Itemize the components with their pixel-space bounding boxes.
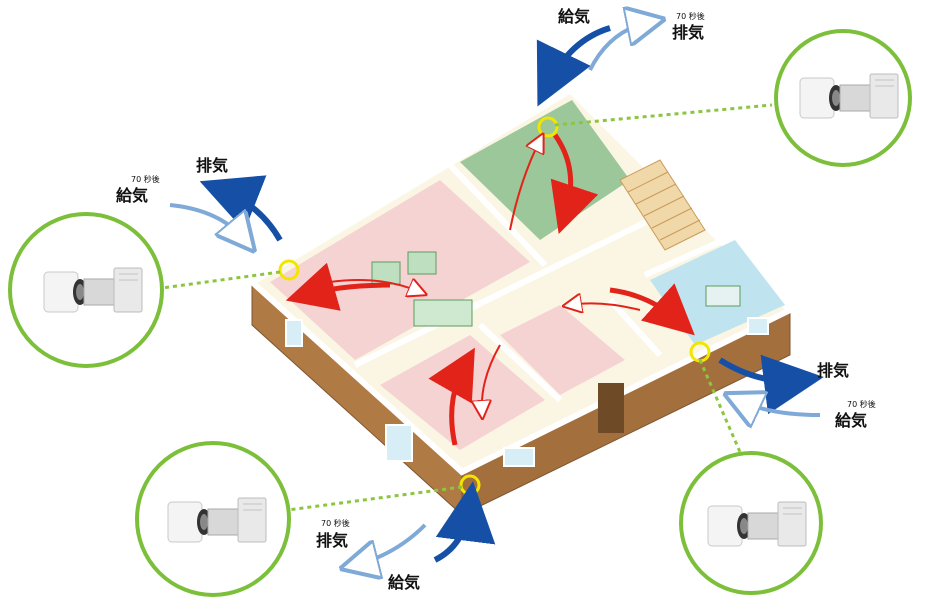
detail-circle-bottom-left: [135, 441, 291, 597]
internal-airflow: [285, 133, 695, 446]
sofa: [413, 299, 473, 327]
vent-unit-marker: [537, 116, 559, 138]
leader-lines: [161, 103, 773, 512]
house-model: [246, 86, 796, 517]
label-exhaust-right: 排気: [817, 361, 849, 380]
window: [285, 319, 303, 347]
interior-wall: [643, 232, 737, 278]
detail-circle-bottom-right: [679, 451, 823, 595]
sofa-chair: [407, 251, 437, 275]
washroom-floor: [500, 305, 625, 395]
blue-exhaust-arrow: [199, 175, 283, 242]
red-flow-arrow: [550, 133, 599, 234]
white-exhaust-arrow: [355, 523, 427, 565]
red-flow-arrow: [428, 347, 475, 446]
interior-wall: [477, 322, 563, 403]
window: [747, 317, 769, 335]
interior-wall: [607, 297, 663, 358]
label-exhaust-bottom: 排気: [316, 531, 348, 550]
label-after70-right: 70 秒後: [847, 399, 876, 409]
door: [598, 383, 624, 433]
staircase: [619, 159, 706, 251]
blue-exhaust-arrow: [718, 354, 824, 415]
window: [503, 447, 535, 467]
blue-supply-arrow: [433, 481, 496, 563]
external-airflow: [169, 22, 824, 565]
detail-circle-top-right: [774, 29, 912, 167]
blue-supply-arrow: [536, 25, 611, 107]
interior-wall: [447, 162, 548, 268]
white-exhaust-arrow: [588, 22, 650, 71]
label-after70-top: 70 秒後: [676, 11, 705, 21]
label-supply-right: 給気: [835, 411, 867, 430]
label-exhaust-left: 排気: [196, 156, 228, 175]
leader-line: [287, 485, 463, 512]
bathtub: [705, 285, 741, 307]
white-flow-arrow: [570, 303, 641, 310]
label-after70-left: 70 秒後: [131, 174, 160, 184]
interior-wall: [353, 212, 662, 368]
label-supply-top: 給気: [558, 7, 590, 26]
detail-circle-left: [8, 212, 164, 368]
window: [385, 424, 413, 462]
label-exhaust-top: 排気: [672, 23, 704, 42]
white-flow-arrow: [329, 280, 420, 292]
red-flow-arrow: [285, 262, 391, 311]
red-flow-arrow: [609, 283, 695, 336]
leader-line: [161, 270, 281, 290]
white-flow-arrow: [482, 344, 501, 412]
label-supply-left: 給気: [116, 186, 148, 205]
white-supply-arrow: [169, 203, 245, 240]
label-after70-bottom: 70 秒後: [321, 518, 350, 528]
white-flow-arrow: [509, 140, 540, 231]
label-supply-bottom: 給気: [388, 573, 420, 592]
leader-line: [698, 359, 742, 453]
white-supply-arrow: [738, 400, 821, 415]
